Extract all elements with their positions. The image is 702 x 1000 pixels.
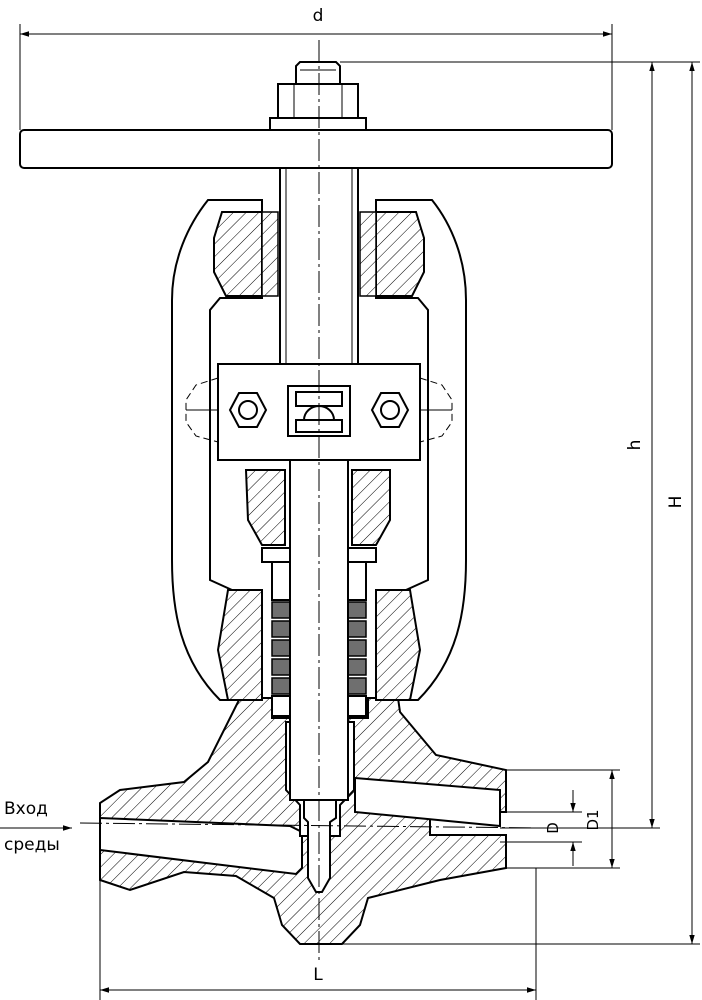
packing-ring (347, 658, 367, 676)
packing-ring (347, 677, 367, 695)
inlet-label-line2: среды (4, 835, 60, 855)
dimension-label-d: d (313, 6, 324, 26)
packing-ring (347, 620, 367, 638)
yoke (171, 199, 467, 701)
handwheel (19, 61, 613, 169)
hex-nut-left (228, 392, 268, 428)
packing-ring (271, 639, 291, 657)
valve-body (99, 697, 507, 945)
handwheel-nut (277, 83, 359, 119)
packing-ring (347, 639, 367, 657)
packing-gland (261, 547, 377, 717)
dimension-label-L: L (313, 965, 323, 985)
dimension-label-h: h (625, 440, 645, 451)
packing-ring (271, 620, 291, 638)
centerlines (79, 40, 541, 960)
packing-ring (271, 601, 291, 619)
packing-ring (271, 658, 291, 676)
hex-nut-right (370, 392, 410, 428)
dimension-lines (0, 24, 700, 1000)
dimension-label-H: H (666, 496, 686, 509)
packing-ring (271, 677, 291, 695)
dimension-label-D1: D1 (584, 809, 602, 830)
inlet-label-line1: Вход (4, 799, 48, 819)
dimension-label-D: D (544, 822, 562, 834)
packing-ring (347, 601, 367, 619)
